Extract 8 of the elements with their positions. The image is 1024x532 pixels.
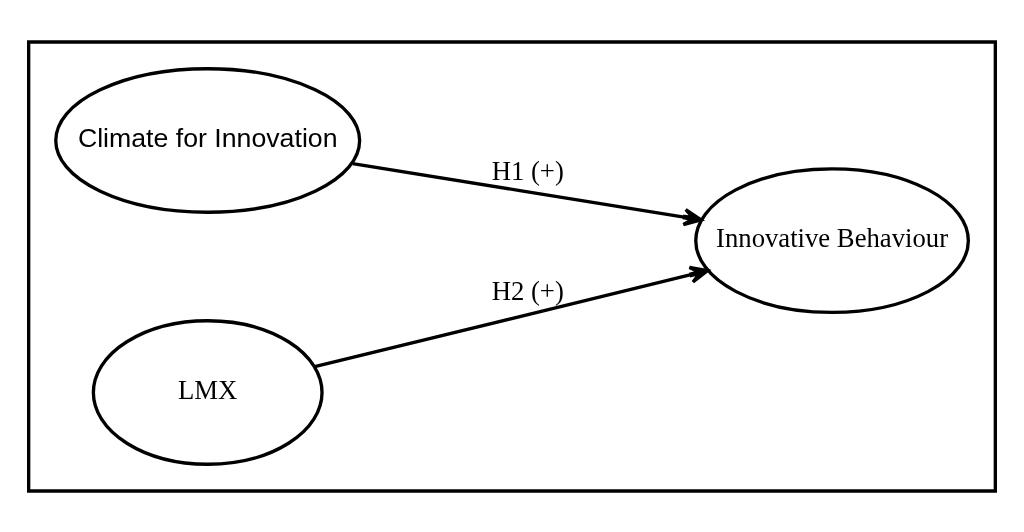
- edge-label: H2 (+): [491, 275, 564, 306]
- node-ellipse: LMX: [91, 318, 324, 466]
- arrow: [314, 265, 710, 368]
- cluster: [27, 39, 997, 493]
- node-ellipse: Climate for Innovation: [54, 66, 362, 214]
- arrow: [352, 161, 703, 226]
- node-ellipse: Innovative Behaviour: [694, 166, 970, 314]
- edge-label: H1 (+): [491, 155, 564, 186]
